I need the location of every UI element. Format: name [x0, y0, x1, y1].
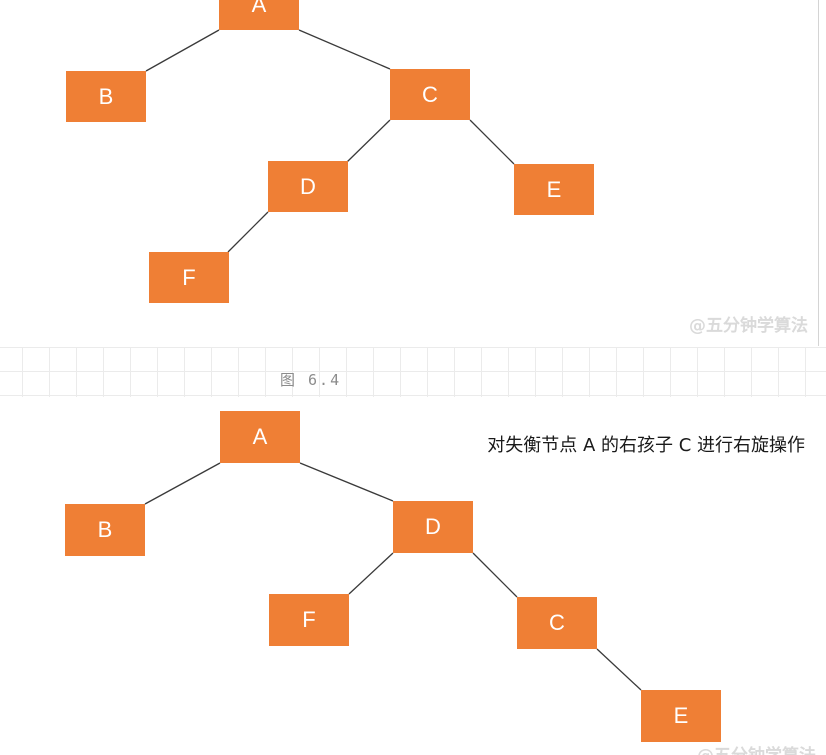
- node-label: D: [425, 514, 441, 539]
- edge-a-c: [298, 29, 391, 70]
- node-label: A: [252, 424, 268, 449]
- node-label: C: [422, 81, 438, 107]
- bottom-tree-node-e: E: [641, 690, 721, 742]
- bottom-tree-node-f: F: [269, 594, 349, 646]
- bottom-watermark: @五分钟学算法: [697, 746, 816, 755]
- top-tree-node-d: D: [268, 161, 348, 212]
- top-tree-node-a: A: [219, 0, 299, 30]
- edge-a-b: [144, 462, 221, 505]
- edge-c-e: [596, 648, 642, 691]
- node-label: F: [302, 607, 316, 632]
- edge-c-e: [469, 119, 515, 165]
- bottom-tree-node-a: A: [220, 411, 300, 463]
- edge-d-f: [348, 552, 394, 595]
- node-label: B: [97, 517, 113, 542]
- edge-c-d: [346, 119, 391, 163]
- node-label: F: [182, 264, 196, 290]
- edge-a-b: [145, 29, 220, 72]
- node-label: B: [98, 83, 114, 109]
- bottom-watermark-clip: @五分钟学算法: [676, 745, 816, 755]
- node-label: E: [546, 176, 562, 202]
- edge-a-d: [299, 462, 394, 502]
- top-tree-node-c: C: [390, 69, 470, 120]
- node-label: D: [300, 173, 316, 199]
- node-label: C: [549, 610, 565, 635]
- bottom-tree-node-b: B: [65, 504, 145, 556]
- bottom-tree-node-d: D: [393, 501, 473, 553]
- node-label: A: [251, 0, 267, 17]
- image-border: [818, 0, 819, 346]
- edge-d-c: [472, 552, 518, 598]
- edge-d-f: [227, 211, 269, 253]
- top-tree-node-b: B: [66, 71, 146, 122]
- node-label: E: [673, 703, 689, 728]
- top-watermark: @五分钟学算法: [689, 316, 808, 336]
- top-tree-node-f: F: [149, 252, 229, 303]
- rotation-annotation: 对失衡节点 A 的右孩子 C 进行右旋操作: [487, 435, 805, 456]
- bottom-tree-node-c: C: [517, 597, 597, 649]
- grid-background: [0, 347, 826, 397]
- top-tree-node-e: E: [514, 164, 594, 215]
- figure-caption: 图 6.4: [280, 371, 342, 389]
